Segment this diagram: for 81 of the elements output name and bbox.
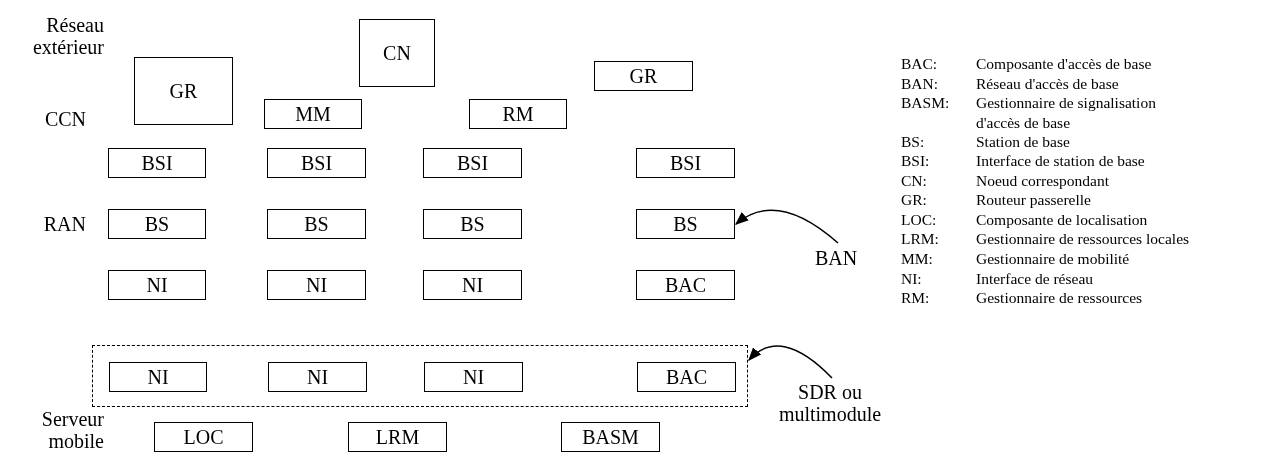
component-box — [108, 270, 206, 300]
box-label: MM — [295, 102, 331, 126]
box-label: BAC — [664, 273, 707, 297]
callout-text: BAN — [805, 245, 867, 271]
box-label: NI — [306, 365, 329, 389]
box-label: NI — [146, 273, 168, 297]
glossary-definition: Interface de réseau — [976, 270, 1094, 288]
box-label: NI — [462, 365, 485, 389]
component-box — [636, 270, 735, 300]
glossary-term: BAN: — [901, 75, 939, 93]
box-label: BS — [304, 212, 329, 236]
glossary-term: BAC: — [901, 55, 938, 73]
dashed-group-box — [92, 345, 748, 407]
component-box — [134, 57, 233, 125]
curved-arrow — [748, 345, 833, 379]
component-box — [636, 209, 735, 239]
box-label: BS — [460, 212, 485, 236]
glossary-term: RM: — [901, 289, 930, 307]
box-label: LRM — [375, 425, 420, 449]
component-box — [264, 99, 362, 129]
box-label: BSI — [669, 151, 702, 175]
curved-arrow — [734, 209, 839, 244]
glossary-term: GR: — [901, 191, 927, 209]
glossary-term: BSI: — [901, 152, 930, 170]
box-label: NI — [461, 273, 484, 297]
box-label: BS — [673, 212, 698, 236]
box-label: CN — [383, 41, 411, 65]
glossary-definition: Station de base — [976, 133, 1070, 151]
component-box — [423, 209, 522, 239]
glossary-definition: Noeud correspondant — [976, 172, 1109, 190]
component-box — [636, 148, 735, 178]
box-label: LOC — [183, 425, 224, 449]
component-box — [267, 270, 366, 300]
glossary-term: BASM: — [901, 94, 950, 112]
component-box — [423, 270, 522, 300]
row-label: Réseau extérieur — [31, 14, 104, 58]
box-label: BASM — [582, 425, 639, 449]
glossary-term: NI: — [901, 270, 922, 288]
glossary-definition: Gestionnaire de ressources — [976, 289, 1143, 307]
component-box — [267, 209, 366, 239]
glossary-term: BS: — [901, 133, 925, 151]
component-box — [154, 422, 253, 452]
box-label: NI — [147, 365, 169, 389]
component-box — [359, 19, 435, 87]
component-box — [268, 362, 367, 392]
component-box — [348, 422, 447, 452]
component-box — [637, 362, 736, 392]
glossary-definition: Routeur passerelle — [976, 191, 1091, 209]
glossary-definition: Gestionnaire de ressources locales — [976, 230, 1190, 248]
box-label: GR — [169, 79, 198, 103]
box-label: BSI — [141, 151, 173, 175]
box-label: NI — [305, 273, 328, 297]
component-box — [469, 99, 567, 129]
component-box — [109, 362, 207, 392]
component-box — [267, 148, 366, 178]
box-label: RM — [502, 102, 534, 126]
box-label: BSI — [300, 151, 333, 175]
component-box — [423, 148, 522, 178]
glossary-definition: Gestionnaire de signalisation d'accès de base — [976, 93, 1157, 132]
box-label: GR — [629, 64, 658, 88]
row-label: RAN — [42, 213, 86, 235]
glossary-term: LOC: — [901, 211, 937, 229]
glossary-definition: Gestionnaire de mobilité — [976, 250, 1130, 268]
glossary-definition: Composante de localisation — [976, 211, 1148, 229]
row-label: Serveur mobile — [40, 408, 104, 452]
glossary-definition: Réseau d'accès de base — [976, 75, 1119, 93]
box-label: BAC — [665, 365, 708, 389]
glossary-term: MM: — [901, 250, 933, 268]
glossary-term: LRM: — [901, 230, 939, 248]
box-label: BSI — [456, 151, 489, 175]
component-box — [561, 422, 660, 452]
component-box — [424, 362, 523, 392]
component-box — [108, 209, 206, 239]
glossary-definition: Composante d'accès de base — [976, 55, 1152, 73]
component-box — [108, 148, 206, 178]
box-label: BS — [144, 212, 170, 236]
callout-text: SDR ou multimodule — [765, 380, 895, 426]
component-box — [594, 61, 693, 91]
glossary-term: CN: — [901, 172, 927, 190]
row-label: CCN — [43, 108, 86, 130]
glossary-definition: Interface de station de base — [976, 152, 1145, 170]
